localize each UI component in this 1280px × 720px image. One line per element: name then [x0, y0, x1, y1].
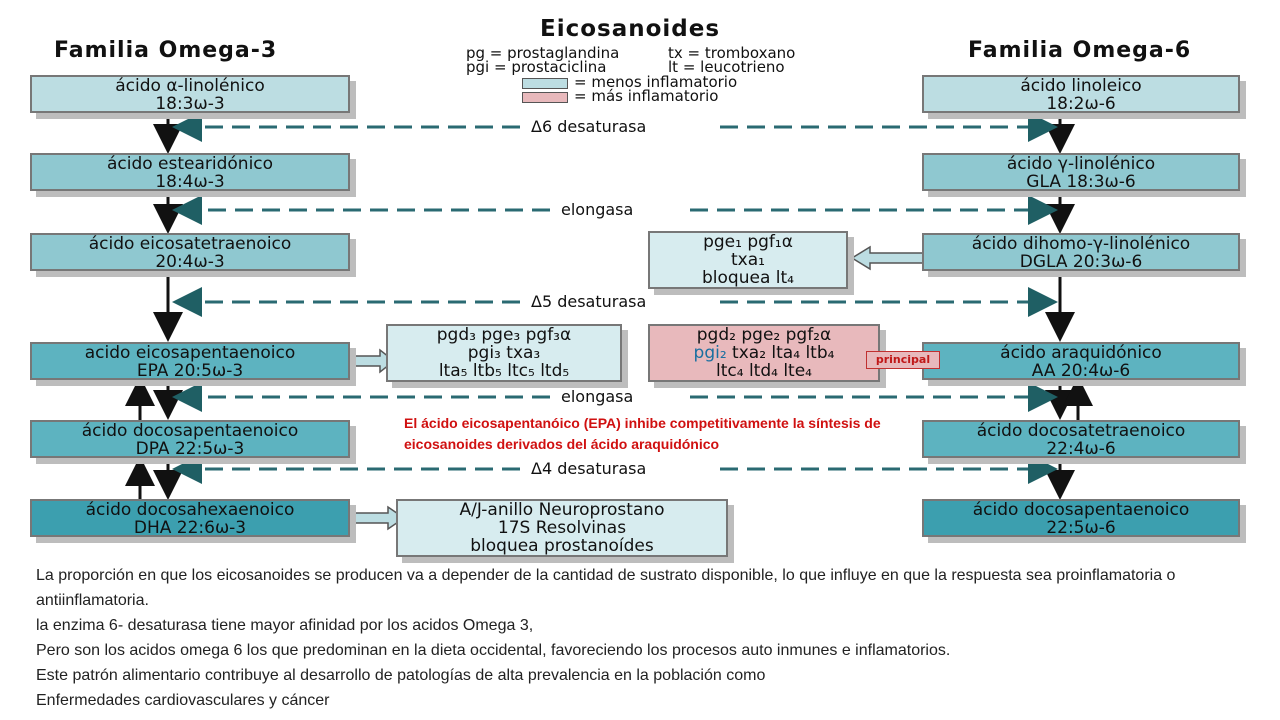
legend-pg: pg = prostaglandina	[466, 44, 620, 62]
dha-product-2: 17S Resolvinas	[497, 518, 627, 538]
dpa6-formula: 22:5ω-6	[1046, 518, 1116, 538]
aa-product-1: pgd₂ pge₂ pgf₂α	[696, 325, 832, 345]
dha-product-3: bloquea prostanoídes	[470, 536, 654, 556]
dgla-product-2: txa₁	[731, 250, 765, 270]
dta-name: ácido docosatetraenoico	[976, 421, 1186, 441]
enzyme-elongasa-2: elongasa	[557, 387, 638, 406]
ala-formula: 18:3ω-3	[155, 94, 225, 114]
enzyme-d5: Δ5 desaturasa	[527, 292, 651, 311]
footer-line-3: Pero son los acidos omega 6 los que pred…	[36, 642, 951, 659]
la-name: ácido linoleico	[1020, 76, 1142, 96]
explanatory-text: La proporción en que los eicosanoides se…	[36, 563, 1276, 713]
diagram-title: Eicosanoides	[540, 16, 721, 42]
eta-formula: 20:4ω-3	[155, 252, 225, 272]
connector-arrows	[125, 112, 1093, 531]
footer-line-4: Este patrón alimentario contribuye al de…	[36, 667, 766, 684]
products-epa-box: pgd₃ pge₃ pgf₃α pgi₃ txa₃ lta₅ ltb₅ ltc₅…	[386, 324, 622, 382]
aa-product-2-rest: txa₂ lta₄ ltb₄	[726, 343, 835, 363]
epa-product-2: pgi₃ txa₃	[467, 343, 541, 363]
epa-formula: EPA 20:5ω-3	[136, 361, 244, 381]
dha-name: ácido docosahexaenoico	[85, 500, 295, 520]
aa-name: ácido araquidónico	[1000, 343, 1162, 363]
footer-line-1: La proporción en que los eicosanoides se…	[36, 567, 1176, 609]
dgla-product-3: bloquea lt₄	[702, 268, 794, 288]
dpa-name: ácido docosapentaenoico	[81, 421, 299, 441]
omega3-header: Familia Omega-3	[54, 38, 278, 63]
epa-product-1: pgd₃ pge₃ pgf₃α	[436, 325, 572, 345]
products-dha-box: A/J-anillo Neuroprostano 17S Resolvinas …	[396, 499, 728, 557]
legend-line2: pgi = prostaciclina	[466, 58, 607, 76]
aa-product-3: ltc₄ ltd₄ lte₄	[715, 361, 812, 381]
dgla-name: ácido dihomo-γ-linolénico	[971, 234, 1191, 254]
enzyme-d4: Δ4 desaturasa	[527, 459, 651, 478]
epa-name: acido eicosapentaenoico	[84, 343, 296, 363]
eta-name: ácido eicosatetraenoico	[88, 234, 292, 254]
aa-formula: AA 20:4ω-6	[1031, 361, 1131, 381]
legend-swatch-menos	[522, 78, 568, 89]
omega6-header: Familia Omega-6	[968, 38, 1192, 63]
aa-pgi2: pgi₂	[693, 343, 727, 363]
footer-line-5: Enfermedades cardiovasculares y cáncer	[36, 692, 330, 709]
legend-swatch-mas	[522, 92, 568, 103]
products-aa-box: pgd₂ pge₂ pgf₂α pgi₂ txa₂ lta₄ ltb₄ ltc₄…	[648, 324, 880, 382]
ala-name: ácido α-linolénico	[115, 76, 265, 96]
principal-label: principal	[866, 351, 940, 369]
eicosanoid-pathway-diagram: Eicosanoides Familia Omega-3 Familia Ome…	[30, 16, 1240, 557]
epa-inhibition-note: El ácido eicosapentanóico (EPA) inhibe c…	[404, 415, 881, 452]
gla-formula: GLA 18:3ω-6	[1026, 172, 1136, 192]
legend-line1b: tx = tromboxano	[668, 44, 796, 62]
sda-formula: 18:4ω-3	[155, 172, 225, 192]
enzyme-elongasa-1: elongasa	[557, 200, 638, 219]
dha-formula: DHA 22:6ω-3	[133, 518, 247, 538]
dpa6-name: ácido docosapentaenoico	[972, 500, 1190, 520]
products-dgla-box: pge₁ pgf₁α txa₁ bloquea lt₄	[648, 231, 848, 289]
dha-product-1: A/J-anillo Neuroprostano	[459, 500, 665, 520]
legend-line1: pg = prostaglandina	[466, 44, 620, 62]
enzyme-d6: Δ6 desaturasa	[527, 117, 651, 136]
dgla-product-1: pge₁ pgf₁α	[703, 232, 793, 252]
legend-menos: = menos inflamatorio	[574, 73, 738, 91]
gla-name: ácido γ-linolénico	[1006, 154, 1156, 174]
dta-formula: 22:4ω-6	[1046, 439, 1116, 459]
la-formula: 18:2ω-6	[1046, 94, 1116, 114]
dpa-formula: DPA 22:5ω-3	[135, 439, 245, 459]
aa-product-2: pgi₂ txa₂ lta₄ ltb₄	[650, 344, 878, 362]
dgla-formula: DGLA 20:3ω-6	[1019, 252, 1143, 272]
legend-line2b: lt = leucotrieno	[668, 58, 785, 76]
epa-product-3: lta₅ ltb₅ ltc₅ ltd₅	[438, 361, 570, 381]
sda-name: ácido estearidónico	[106, 154, 274, 174]
footer-line-2: la enzima 6- desaturasa tiene mayor afin…	[36, 617, 534, 634]
legend-mas: = más inflamatorio	[574, 87, 719, 105]
